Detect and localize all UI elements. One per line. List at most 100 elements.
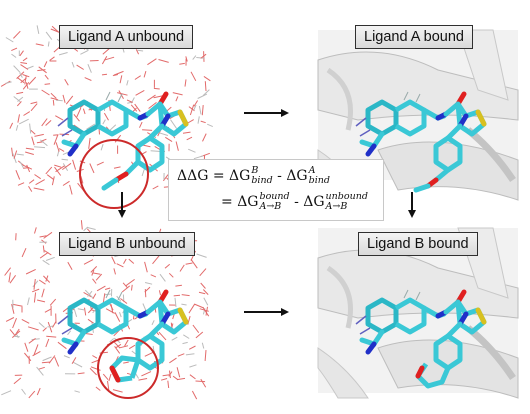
water-stick xyxy=(147,94,156,102)
water-stick xyxy=(113,268,116,275)
water-stick xyxy=(24,352,32,362)
water-stick xyxy=(73,307,78,318)
water-stick xyxy=(39,235,47,238)
water-stick xyxy=(19,161,24,169)
water-stick xyxy=(90,366,101,371)
water-stick xyxy=(33,187,45,191)
water-stick xyxy=(31,338,40,341)
water-stick xyxy=(18,118,29,125)
water-stick xyxy=(193,155,204,160)
water-stick xyxy=(121,285,131,293)
water-stick xyxy=(159,273,166,282)
water-stick xyxy=(165,136,173,143)
water-stick xyxy=(193,104,197,111)
water-stick xyxy=(191,390,198,400)
panel-ligand-b-bound xyxy=(318,228,518,398)
water-stick xyxy=(175,96,179,102)
water-stick xyxy=(41,89,50,96)
water-stick xyxy=(134,75,141,80)
water-stick xyxy=(65,95,74,105)
water-stick xyxy=(9,122,14,129)
water-stick xyxy=(28,185,33,192)
water-stick xyxy=(5,37,14,43)
water-stick xyxy=(109,338,115,343)
water-stick xyxy=(32,288,40,293)
water-stick xyxy=(125,278,135,287)
water-stick xyxy=(170,119,178,129)
water-stick xyxy=(192,324,200,334)
water-stick xyxy=(13,303,23,307)
water-stick xyxy=(184,79,187,87)
water-stick xyxy=(114,312,121,322)
water-stick xyxy=(42,245,45,253)
water-stick xyxy=(55,99,63,102)
water-stick xyxy=(192,55,197,60)
water-stick xyxy=(88,137,91,149)
minus-sign: - xyxy=(294,194,299,210)
arrow-left-down xyxy=(118,192,126,218)
label-ligand-b-bound: Ligand B bound xyxy=(358,232,478,256)
water-stick xyxy=(19,50,24,57)
label-ligand-a-unbound: Ligand A unbound xyxy=(59,25,194,49)
water-stick xyxy=(22,57,28,62)
water-stick xyxy=(144,282,153,285)
water-stick xyxy=(44,250,52,256)
water-stick xyxy=(175,284,182,287)
water-stick xyxy=(76,64,84,70)
water-stick xyxy=(92,278,97,284)
water-stick xyxy=(22,81,30,90)
water-stick xyxy=(20,77,27,84)
water-stick xyxy=(53,134,59,136)
water-stick xyxy=(5,317,15,322)
water-stick xyxy=(57,341,67,350)
water-stick xyxy=(49,298,57,306)
water-stick xyxy=(27,326,39,331)
water-stick xyxy=(38,366,45,370)
water-stick xyxy=(113,166,121,169)
water-stick xyxy=(36,387,41,396)
water-stick xyxy=(189,374,196,380)
arrow-bottom-right xyxy=(244,308,289,316)
water-stick xyxy=(183,334,190,339)
water-stick xyxy=(54,356,60,367)
water-stick xyxy=(22,74,30,78)
water-stick xyxy=(113,70,124,76)
water-stick xyxy=(30,129,36,135)
water-stick xyxy=(139,121,143,128)
water-stick xyxy=(30,101,38,105)
water-stick xyxy=(111,256,116,265)
water-stick xyxy=(202,133,207,142)
water-stick xyxy=(201,105,204,116)
water-stick xyxy=(1,390,12,396)
water-stick xyxy=(101,55,108,65)
water-stick xyxy=(72,361,83,368)
water-stick xyxy=(72,159,77,170)
water-stick xyxy=(148,102,157,109)
water-stick xyxy=(32,350,41,357)
water-stick xyxy=(87,318,94,324)
water-stick xyxy=(16,101,22,107)
water-stick xyxy=(31,136,35,146)
water-stick xyxy=(189,364,197,368)
water-stick xyxy=(45,31,53,40)
water-stick xyxy=(112,389,123,393)
superscript: A xyxy=(308,165,316,176)
water-stick xyxy=(25,268,36,275)
water-stick xyxy=(159,132,169,136)
water-stick xyxy=(123,258,127,264)
panel-ligand-a-bound xyxy=(318,30,518,200)
water-stick xyxy=(109,303,114,311)
dg-term: ΔG xyxy=(303,194,325,210)
water-stick xyxy=(116,263,124,268)
water-stick xyxy=(27,297,30,306)
water-stick xyxy=(181,294,190,297)
water-stick xyxy=(198,105,202,115)
water-stick xyxy=(204,81,207,92)
water-stick xyxy=(30,103,38,112)
water-stick xyxy=(29,123,32,134)
water-stick xyxy=(153,87,160,90)
water-stick xyxy=(39,251,49,259)
water-stick xyxy=(120,298,128,304)
equals-sign: = xyxy=(221,194,233,210)
